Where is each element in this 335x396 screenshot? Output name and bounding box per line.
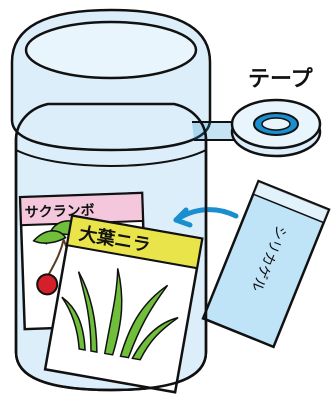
jar-lid-top: [24, 20, 198, 80]
jar-body-outline: [14, 102, 208, 392]
silica-gel-packet: シリカゲル: [201, 179, 331, 349]
tape-roll: [230, 98, 322, 158]
jar-shoulder-band: [15, 149, 207, 168]
chive-seed-packet: 大葉ニラ: [43, 214, 204, 394]
tape-label: テープ: [248, 67, 314, 92]
